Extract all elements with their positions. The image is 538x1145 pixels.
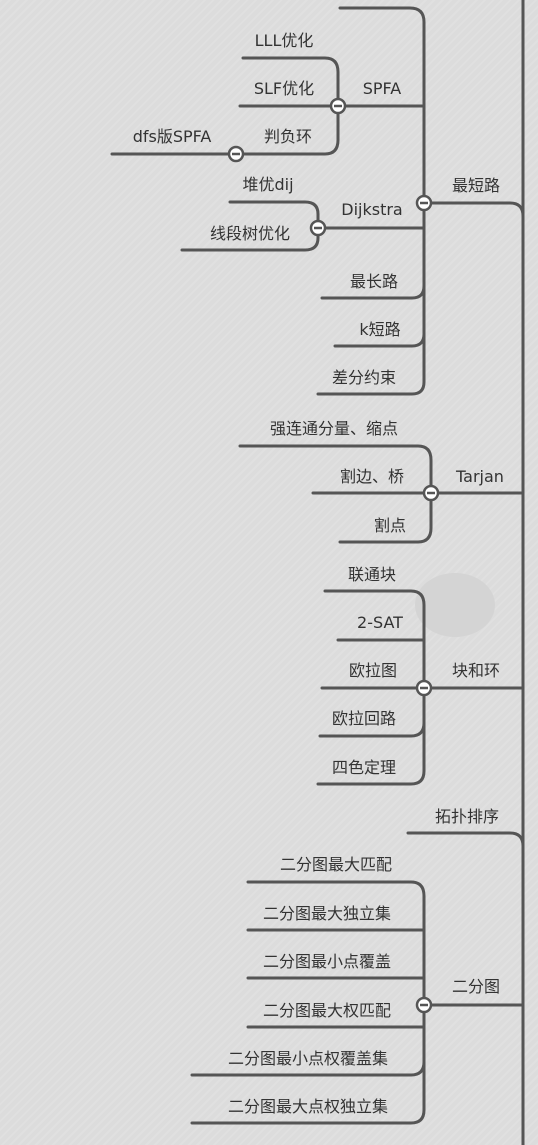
connector-top-stub <box>338 6 426 205</box>
node-bipartite[interactable]: 二分图 <box>452 977 500 996</box>
collapse-icon-shortest-path[interactable] <box>415 194 433 212</box>
connector-bip-1 <box>246 880 426 1007</box>
node-euler-graph[interactable]: 欧拉图 <box>349 661 397 680</box>
node-tarjan[interactable]: Tarjan <box>455 467 504 486</box>
connector-bip-6 <box>190 1060 426 1125</box>
node-slf-optimization[interactable]: SLF优化 <box>254 79 314 98</box>
node-longest-path[interactable]: 最长路 <box>350 272 398 291</box>
node-segment-tree[interactable]: 线段树优化 <box>210 224 290 243</box>
collapse-icon-spfa[interactable] <box>329 97 347 115</box>
connector-connected-block <box>323 589 426 690</box>
node-bip-min-weight-vertex-cover[interactable]: 二分图最小点权覆盖集 <box>228 1049 388 1068</box>
connector-lll <box>241 56 340 108</box>
node-bip-max-weight-matching[interactable]: 二分图最大权匹配 <box>263 1001 391 1020</box>
connector-heap-dij <box>228 200 320 230</box>
node-bip-max-matching[interactable]: 二分图最大匹配 <box>280 855 392 874</box>
node-dfs-spfa[interactable]: dfs版SPFA <box>133 127 212 146</box>
node-2sat[interactable]: 2-SAT <box>357 613 403 632</box>
node-dijkstra[interactable]: Dijkstra <box>341 200 402 219</box>
connector-scc <box>238 444 433 495</box>
node-bip-max-independent-set[interactable]: 二分图最大独立集 <box>263 904 391 923</box>
node-difference-constraints[interactable]: 差分约束 <box>332 368 396 387</box>
connector-segtree <box>180 226 426 252</box>
connector-four-color <box>316 721 426 786</box>
node-blocks-cycles[interactable]: 块和环 <box>452 661 500 680</box>
connector-negative-cycle <box>110 104 340 156</box>
collapse-icon-blocks-cycles[interactable] <box>415 679 433 697</box>
node-lll-optimization[interactable]: LLL优化 <box>255 31 314 50</box>
node-scc[interactable]: 强连通分量、缩点 <box>270 419 398 438</box>
connector-cut-vertex <box>338 491 433 544</box>
node-bip-max-weight-independent-set[interactable]: 二分图最大点权独立集 <box>228 1097 388 1116</box>
collapse-icon-negative-cycle[interactable] <box>227 145 245 163</box>
connector-difference-constraints <box>316 332 426 396</box>
node-spfa[interactable]: SPFA <box>363 79 402 98</box>
node-shortest-path[interactable]: 最短路 <box>452 176 500 195</box>
node-connected-block[interactable]: 联通块 <box>348 565 396 584</box>
node-topo-sort[interactable]: 拓扑排序 <box>435 807 499 826</box>
node-bip-min-vertex-cover[interactable]: 二分图最小点覆盖 <box>263 952 391 971</box>
collapse-icon-dijkstra[interactable] <box>309 219 327 237</box>
collapse-icon-tarjan[interactable] <box>422 484 440 502</box>
background-blob <box>415 573 495 637</box>
node-k-shortest[interactable]: k短路 <box>359 320 400 339</box>
node-bridge[interactable]: 割边、桥 <box>340 467 404 486</box>
node-euler-circuit[interactable]: 欧拉回路 <box>332 709 396 728</box>
node-heap-dij[interactable]: 堆优dij <box>242 175 293 194</box>
collapse-icon-bipartite[interactable] <box>415 996 433 1014</box>
node-negative-cycle[interactable]: 判负环 <box>264 127 312 146</box>
node-cut-vertex[interactable]: 割点 <box>374 516 406 535</box>
node-four-color[interactable]: 四色定理 <box>332 758 396 777</box>
connector-topo-sort <box>406 831 525 848</box>
